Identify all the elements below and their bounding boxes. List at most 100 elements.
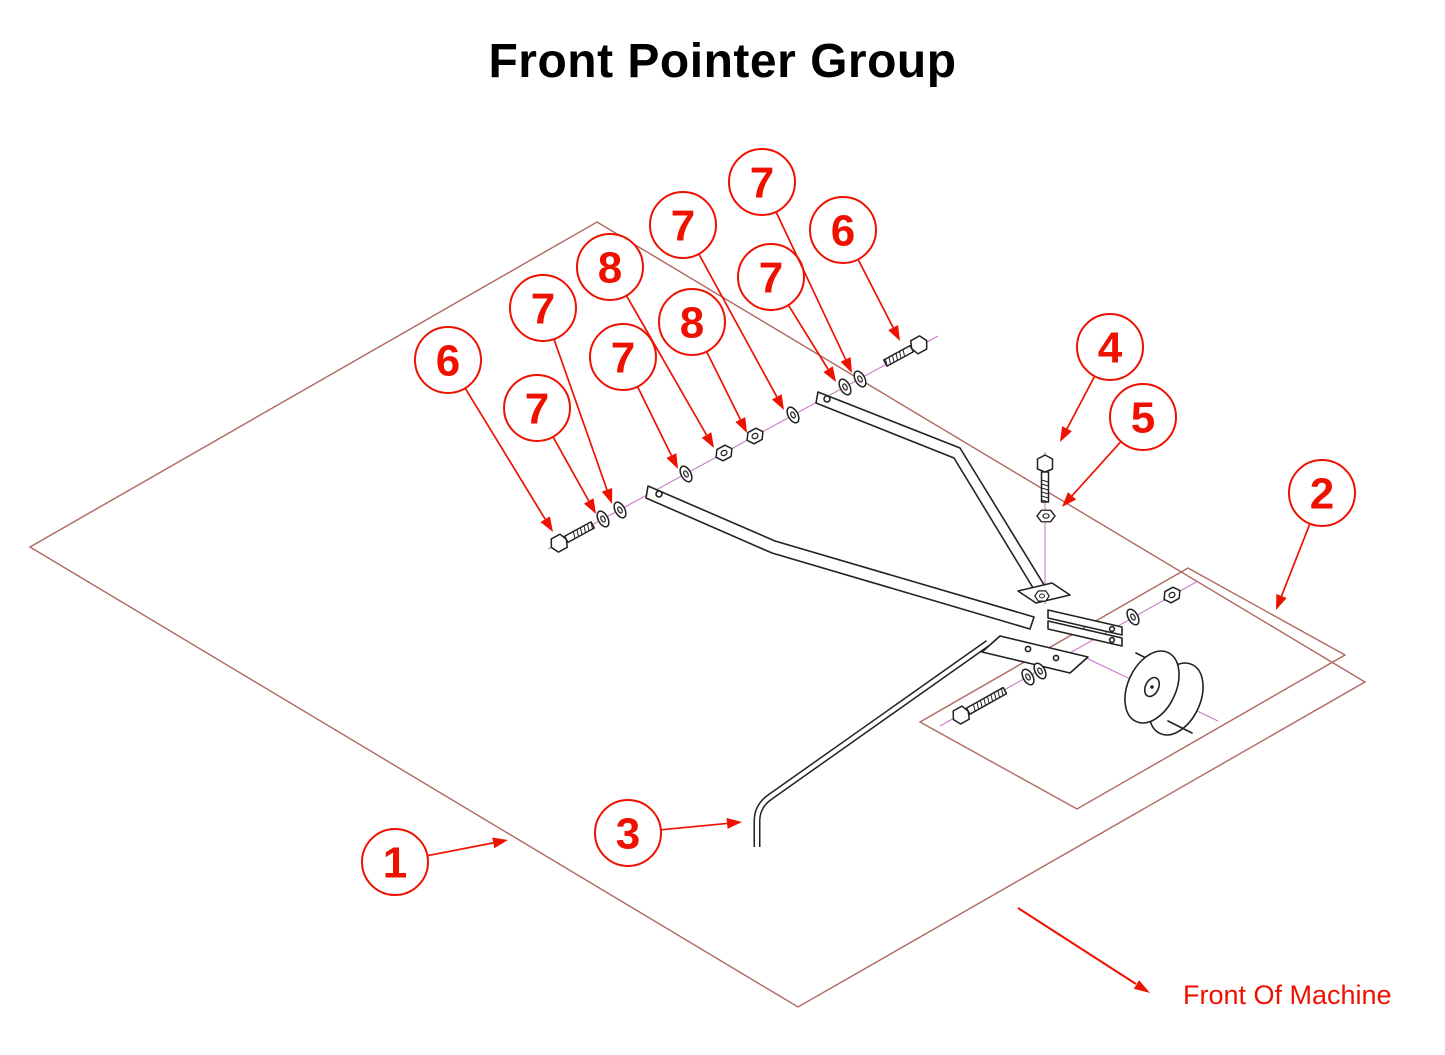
callout-number: 3: [616, 810, 640, 859]
callout-number: 7: [525, 385, 549, 434]
gauge-wheel: [1124, 650, 1204, 736]
callout-circle: [594, 799, 662, 867]
callout-circle: [649, 191, 717, 259]
pointer-rod: [753, 640, 991, 847]
callout-leader-line: [705, 351, 742, 420]
centerlines: [547, 335, 1219, 727]
hex-bolt: [1036, 454, 1054, 503]
callout-number: 7: [759, 254, 783, 303]
callout-circle: [509, 274, 577, 342]
flat-washer: [676, 463, 696, 485]
flat-washer: [1123, 606, 1143, 628]
callout-arrowhead: [735, 417, 747, 433]
upper-arm-pivot-hole: [823, 395, 831, 403]
lower-pointer-arm: [645, 485, 1035, 630]
callout-number: 4: [1098, 324, 1123, 373]
main-platform-panel: [28, 221, 1367, 1008]
callout-1: 1: [361, 828, 508, 896]
callout-circle: [503, 374, 571, 442]
front-of-machine-indicator: Front Of Machine: [1017, 907, 1392, 1010]
callout-leader-line: [553, 338, 608, 491]
callout-circle: [589, 323, 657, 391]
callout-circle: [361, 828, 429, 896]
callout-arrowhead: [1062, 492, 1077, 507]
hex-nut: [1036, 509, 1056, 523]
callout-circle: [414, 326, 482, 394]
flat-washer: [850, 368, 870, 390]
callout-5: 5: [1062, 383, 1177, 507]
callout-number: 8: [598, 244, 622, 293]
callout-leader-line: [1066, 375, 1096, 430]
hex-bolt: [546, 517, 598, 555]
callout-arrowhead: [726, 817, 742, 829]
callout-arrowhead: [823, 366, 836, 382]
link-bar-hole: [1108, 625, 1116, 633]
callout-leader-line: [698, 253, 778, 398]
callout-7: 7: [589, 323, 678, 469]
callout-leader-line: [857, 258, 894, 329]
callout-leader-line: [660, 822, 728, 831]
bracket-weld-nut: [1034, 590, 1050, 602]
hex-nut: [743, 425, 767, 447]
assembly-drawing: [546, 333, 1204, 847]
callout-leader-line: [787, 304, 829, 370]
bracket-link-bar-upper: [1047, 609, 1123, 636]
callout-8: 8: [658, 288, 747, 433]
hex-bolt: [880, 333, 932, 371]
platform-outline: [28, 221, 1367, 1008]
pivot-bracket: [981, 582, 1123, 674]
gauge-wheel-panel: [918, 567, 1347, 810]
callout-arrowhead: [1276, 594, 1287, 610]
wheel-rim-edge: [1167, 720, 1193, 734]
callout-arrowhead: [583, 498, 596, 514]
callout-2: 2: [1276, 459, 1356, 610]
callout-leader-line: [464, 387, 546, 520]
flat-washer: [783, 404, 803, 426]
callout-arrowhead: [666, 453, 678, 469]
callout-circle: [1076, 313, 1144, 381]
callout-number: 1: [383, 839, 407, 888]
callout-8: 8: [576, 233, 714, 448]
callout-arrowhead: [888, 325, 900, 341]
callout-leader-line: [636, 386, 673, 456]
callout-circle: [737, 243, 805, 311]
bracket-link-bar-lower: [1047, 620, 1123, 647]
callout-7: 7: [649, 191, 784, 410]
callout-leader-line: [1071, 440, 1122, 497]
callout-number: 7: [671, 202, 695, 251]
callout-number: 7: [611, 334, 635, 383]
callout-number: 7: [750, 159, 774, 208]
callout-circle: [576, 233, 644, 301]
callout-7: 7: [503, 374, 596, 514]
bracket-base-plate: [981, 635, 1089, 674]
front-arrow-line: [1017, 907, 1137, 985]
flat-washer: [835, 376, 855, 398]
hex-nut: [712, 442, 736, 464]
callout-arrowhead: [701, 432, 714, 448]
link-bar-hole: [1108, 636, 1116, 644]
callout-leader-line: [552, 436, 590, 502]
callout-circle: [1109, 383, 1177, 451]
base-plate-hole: [1024, 645, 1032, 653]
callout-circle: [809, 196, 877, 264]
callout-6: 6: [809, 196, 900, 341]
callout-6: 6: [414, 326, 553, 532]
callout-circle: [728, 148, 796, 216]
callout-4: 4: [1060, 313, 1144, 442]
callout-circle: [658, 288, 726, 356]
callout-3: 3: [594, 799, 742, 867]
callout-number: 6: [831, 207, 855, 256]
callout-7: 7: [737, 243, 836, 382]
front-arrowhead: [1133, 980, 1150, 993]
hex-bolt: [948, 683, 1010, 727]
base-plate-hole: [1052, 654, 1060, 662]
callout-number: 5: [1131, 394, 1155, 443]
page-title: Front Pointer Group: [488, 35, 957, 88]
callout-leader-line: [1280, 523, 1311, 597]
callout-arrowhead: [540, 516, 553, 532]
callout-leader-line: [775, 211, 847, 360]
callout-7: 7: [728, 148, 852, 373]
